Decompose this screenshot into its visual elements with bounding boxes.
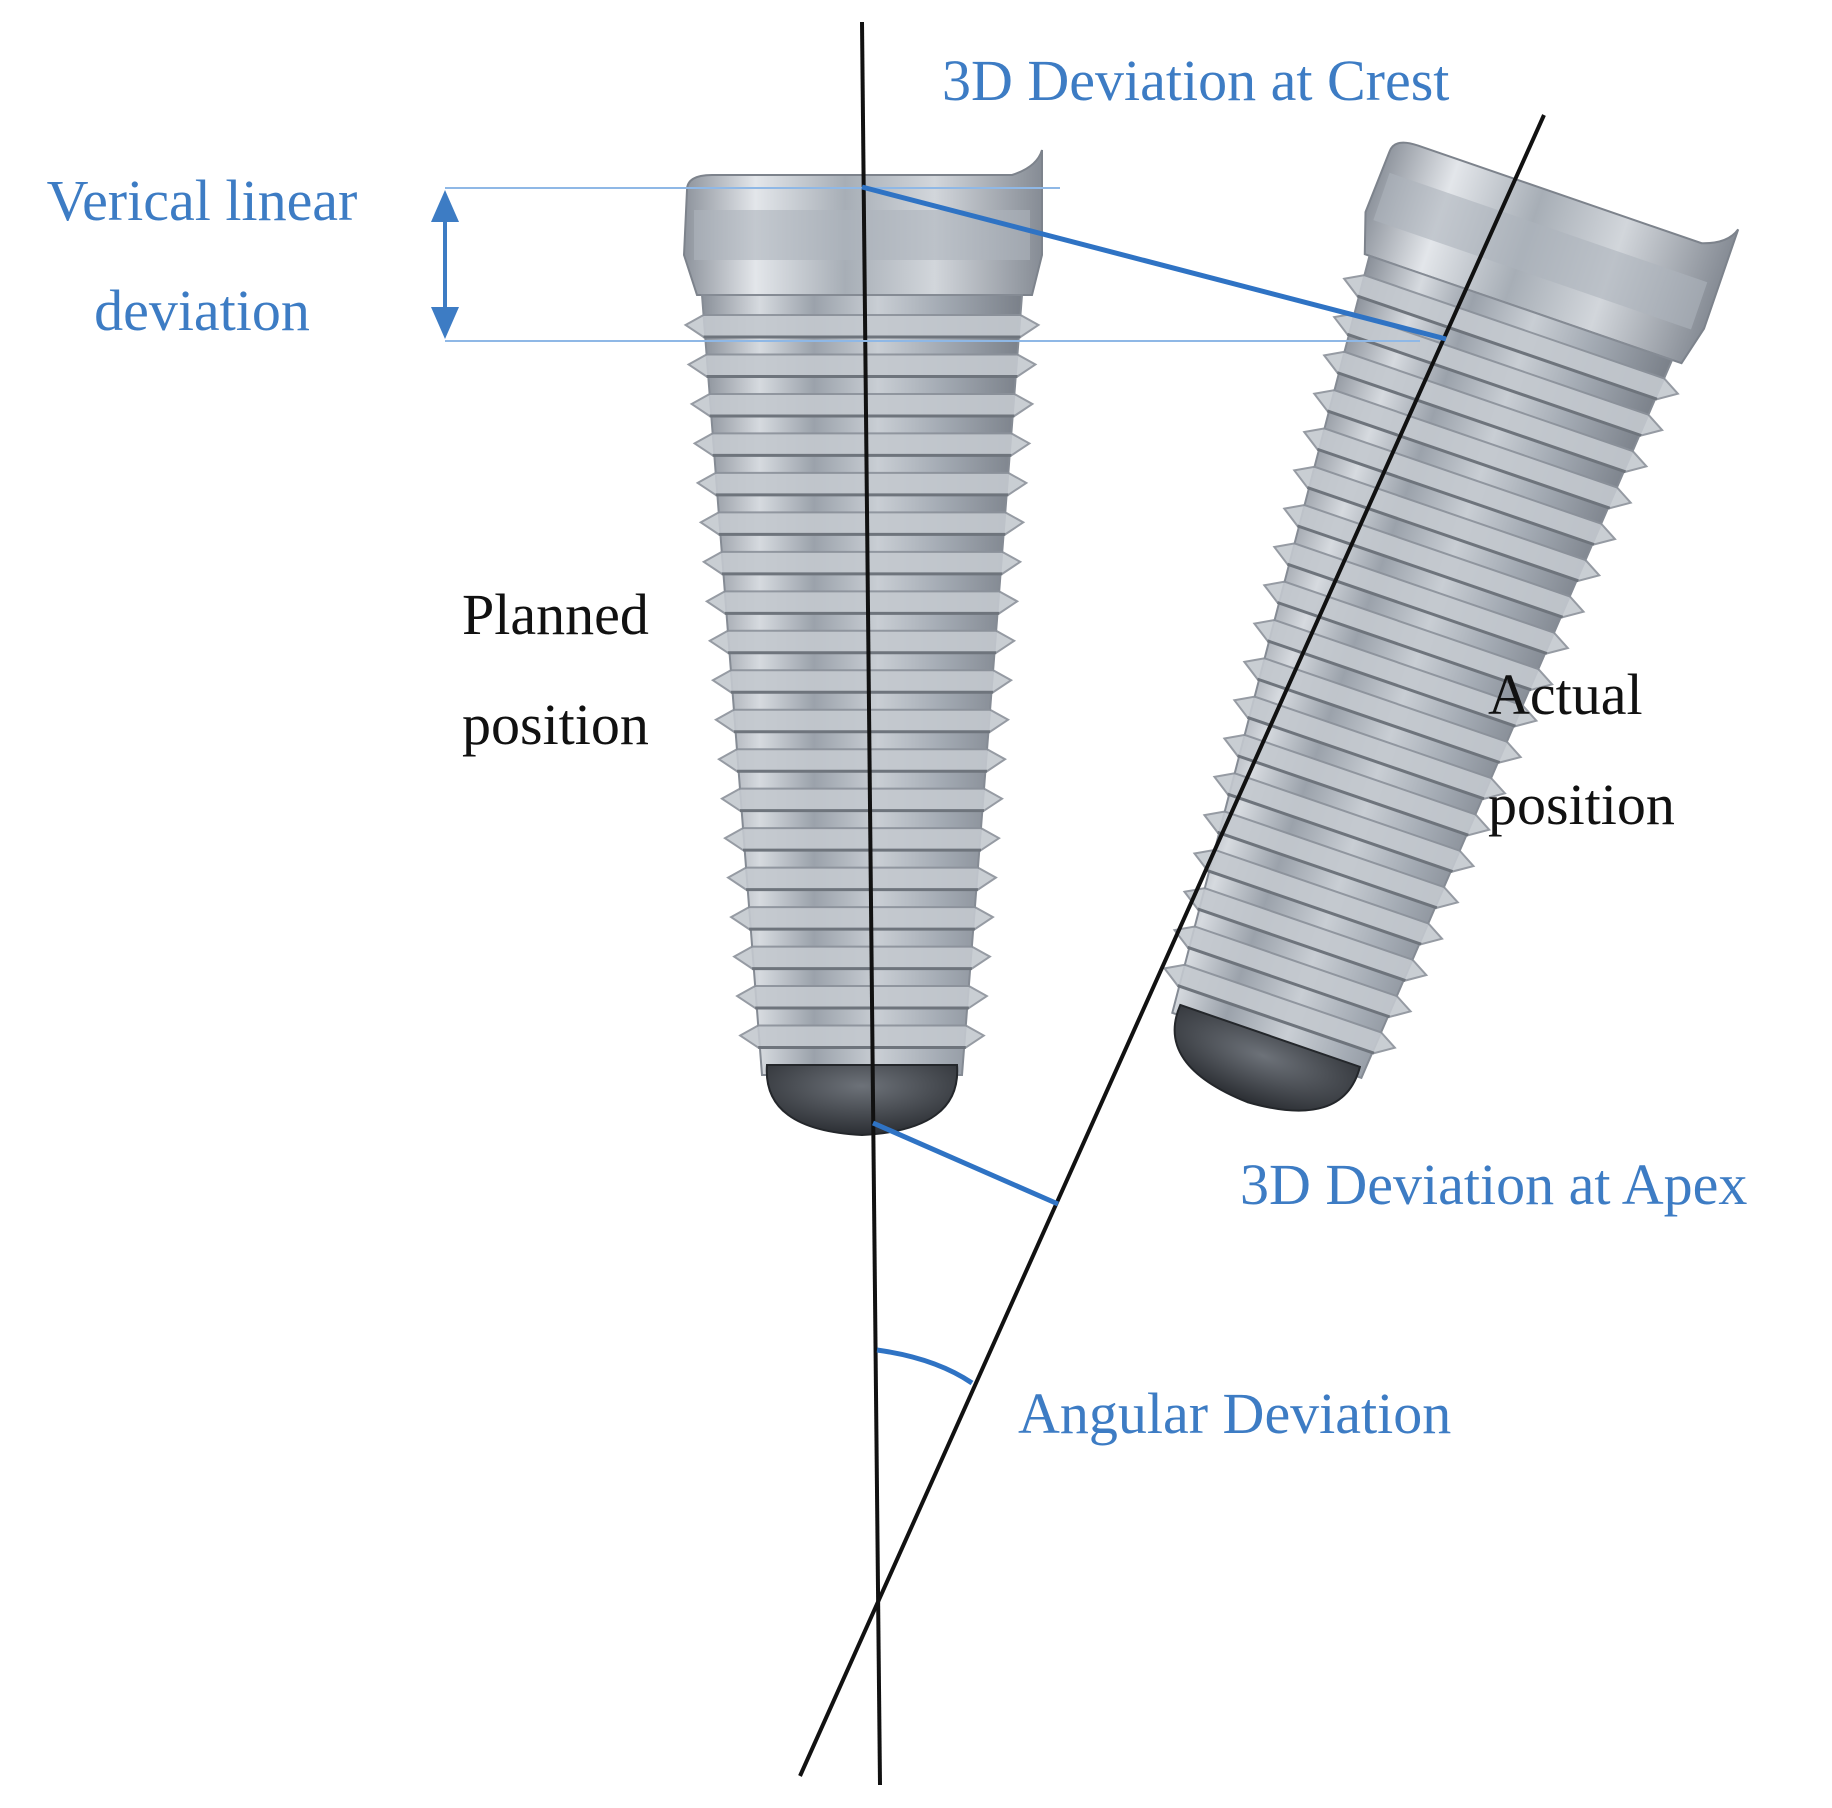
actual-axis-line xyxy=(798,114,1546,1777)
implant-thread xyxy=(735,985,989,1010)
vertical-deviation-label: Verical linear deviation xyxy=(22,146,382,366)
implant-thread-shadow xyxy=(1266,639,1516,728)
actual-implant xyxy=(1162,141,1740,1112)
implant-apex xyxy=(765,1064,959,1137)
implant-thread xyxy=(704,590,1020,615)
angular-deviation-arc xyxy=(876,1347,974,1386)
planned-position-label: Planned position xyxy=(462,560,649,780)
implant-thread xyxy=(695,471,1029,496)
implant-thread xyxy=(1302,427,1617,546)
vertical-deviation-arrow xyxy=(431,190,459,339)
implant-thread xyxy=(1272,542,1570,655)
implant-thread xyxy=(689,392,1035,417)
implant-thread-shadow xyxy=(1237,754,1469,837)
vertical-deviation-label-line2: deviation xyxy=(94,278,310,343)
implant-thread xyxy=(720,787,1004,812)
implant-thread-shadow xyxy=(1306,486,1579,583)
implant-thread xyxy=(717,748,1007,773)
implant-thread xyxy=(732,945,992,970)
implant-thread-shadow xyxy=(1296,524,1564,619)
implant-thread xyxy=(683,314,1041,338)
implant-apex xyxy=(1173,1003,1362,1112)
implant-thread-shadow xyxy=(1356,294,1658,401)
implant-thread-shadow xyxy=(1207,869,1422,946)
implant-thread xyxy=(1212,772,1476,873)
apex-deviation-line xyxy=(871,1120,1060,1207)
implant-thread xyxy=(698,511,1026,536)
implant-thread-shadow xyxy=(1217,830,1438,910)
actual-position-label-line2: position xyxy=(1488,772,1675,837)
implant-thread xyxy=(686,353,1038,378)
implant-thread-shadow xyxy=(1247,716,1485,801)
implant-thread xyxy=(723,827,1001,852)
implant-thread xyxy=(1292,465,1602,582)
implant-thread xyxy=(1242,657,1523,764)
implant-thread xyxy=(713,708,1011,733)
implant-thread xyxy=(692,432,1032,457)
implant-thread xyxy=(1182,887,1429,982)
angular-deviation-label: Angular Deviation xyxy=(1018,1381,1452,1446)
implant-thread xyxy=(729,906,995,931)
implant-thread-shadow xyxy=(1346,332,1642,437)
implant-thread-shadow xyxy=(1336,371,1626,474)
implant-thread-shadow xyxy=(1286,562,1548,655)
implant-thread xyxy=(710,669,1014,694)
implant-thread xyxy=(701,550,1023,575)
apex-deviation-label: 3D Deviation at Apex xyxy=(1240,1152,1748,1217)
implant-thread xyxy=(1322,350,1649,473)
implant-collar-band xyxy=(1373,172,1708,330)
implant-thread-shadow xyxy=(1187,945,1391,1019)
implant-thread-shadow xyxy=(1256,677,1501,764)
planned-position-label-line1: Planned xyxy=(462,582,649,647)
vertical-deviation-label-line1: Verical linear xyxy=(46,168,358,233)
implant-thread-shadow xyxy=(1326,409,1611,510)
implant-thread xyxy=(707,629,1017,654)
planned-axis-line xyxy=(860,21,882,1786)
implant-thread xyxy=(738,1024,986,1049)
implant-thread xyxy=(1162,963,1397,1055)
implant-thread-shadow xyxy=(1316,447,1595,546)
implant-thread-shadow xyxy=(1177,984,1375,1055)
implant-body xyxy=(1171,254,1674,1080)
planned-position-label-line2: position xyxy=(462,692,649,757)
crest-deviation-line xyxy=(861,184,1447,342)
actual-position-label-line1: Actual xyxy=(1488,662,1643,727)
implant-thread-shadow xyxy=(1227,792,1454,873)
implant-thread xyxy=(726,866,998,891)
crest-deviation-label: 3D Deviation at Crest xyxy=(942,48,1450,113)
actual-position-label: Actual position xyxy=(1488,640,1675,860)
planned-implant xyxy=(682,149,1043,1137)
implant-thread-shadow xyxy=(1197,907,1406,982)
